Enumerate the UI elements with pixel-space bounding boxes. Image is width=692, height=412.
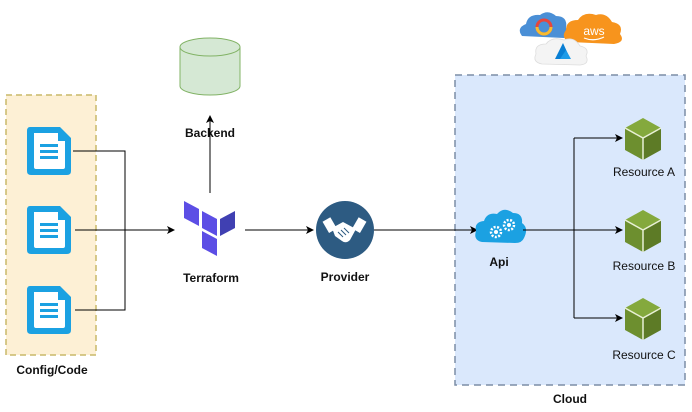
azure-cloud-icon xyxy=(534,38,588,66)
resource-cube-icon[interactable] xyxy=(624,118,662,160)
resource-label: Resource A xyxy=(613,165,675,179)
provider-handshake-icon[interactable] xyxy=(316,201,374,259)
aws-cloud-icon: aws xyxy=(563,13,622,45)
provider-label: Provider xyxy=(321,270,370,284)
gcp-cloud-icon xyxy=(519,12,569,38)
cloud-providers-logo: aws xyxy=(519,12,622,66)
backend-database-icon[interactable] xyxy=(179,37,241,96)
api-label: Api xyxy=(489,255,508,269)
resource-cube-icon[interactable] xyxy=(624,210,662,252)
file-icon[interactable] xyxy=(27,206,71,254)
config-label: Config/Code xyxy=(16,363,88,377)
file-icon[interactable] xyxy=(27,286,71,334)
terraform-label: Terraform xyxy=(183,271,239,285)
api-cloud-gears-icon[interactable] xyxy=(475,209,527,243)
file-icon[interactable] xyxy=(27,127,71,175)
config-connectors xyxy=(73,150,175,311)
resource-label: Resource C xyxy=(612,348,676,362)
resource-label: Resource B xyxy=(613,259,676,273)
cloud-label: Cloud xyxy=(553,392,587,406)
terraform-logo-icon[interactable] xyxy=(184,201,235,256)
resource-cube-icon[interactable] xyxy=(624,298,662,340)
svg-text:aws: aws xyxy=(583,24,604,38)
api-connectors xyxy=(523,134,623,322)
